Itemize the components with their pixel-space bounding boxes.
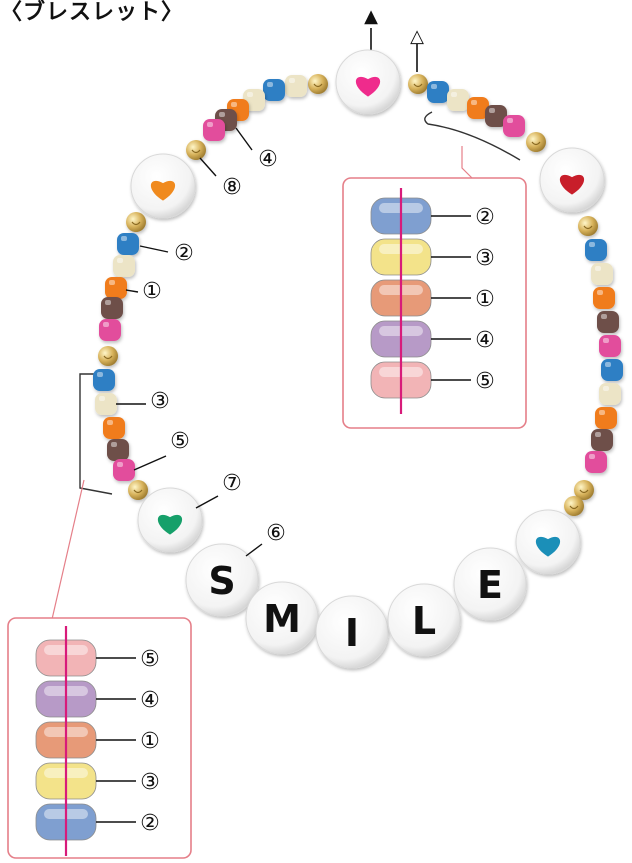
callout-number: ② — [174, 241, 194, 266]
seed-bead — [285, 75, 307, 97]
heart-bead-red — [540, 148, 604, 212]
seed-bead — [95, 393, 117, 415]
end-arrow-icon: △ — [410, 26, 424, 47]
seed-bead — [601, 359, 623, 381]
seed-bead — [427, 81, 449, 103]
callout-n8: ⑧ — [200, 158, 242, 200]
gold-bead — [526, 132, 546, 152]
gold-bead — [308, 74, 328, 94]
letter-bead: I — [316, 596, 388, 668]
seed-bead — [99, 319, 121, 341]
callout-number: ⑧ — [222, 175, 242, 200]
detail-bead-label: ① — [140, 729, 160, 754]
detail-bead-label: ④ — [475, 328, 495, 353]
seed-bead — [107, 439, 129, 461]
callout-n1: ① — [126, 279, 162, 304]
detail-bead-label: ④ — [140, 688, 160, 713]
gold-bead — [408, 74, 428, 94]
seed-bead — [591, 263, 613, 285]
detail-box-top: ② ③ ① ④ ⑤ — [343, 178, 526, 428]
letter-bead-label: M — [263, 597, 301, 641]
seed-bead — [105, 277, 127, 299]
letter-bead-label: I — [345, 611, 359, 655]
gold-bead — [98, 346, 118, 366]
callout-number: ⑤ — [170, 429, 190, 454]
callout-number: ① — [142, 279, 162, 304]
letter-bead: M — [246, 582, 318, 654]
detail-bead-label: ② — [475, 205, 495, 230]
seed-bead — [117, 233, 139, 255]
gold-bead — [578, 216, 598, 236]
callout-n5: ⑤ — [134, 429, 190, 470]
seed-bead — [585, 451, 607, 473]
callout-n7: ⑦ — [196, 471, 242, 508]
seed-bead — [263, 79, 285, 101]
seed-bead — [447, 89, 469, 111]
callout-n2: ② — [140, 241, 194, 266]
detail-bead-label: ⑤ — [140, 647, 160, 672]
heart-bead-pink — [336, 50, 400, 114]
detail-bead-label: ⑤ — [475, 369, 495, 394]
detail-bead-label: ③ — [140, 770, 160, 795]
start-arrow-icon: ▲ — [364, 6, 378, 27]
seed-bead — [103, 417, 125, 439]
letter-bead-label: L — [412, 599, 436, 643]
detail-box-bottom: ⑤ ④ ① ③ ② — [8, 618, 191, 858]
start-marker: ▲ — [364, 6, 378, 56]
seed-bead — [93, 369, 115, 391]
detail-bead-label: ① — [475, 287, 495, 312]
callout-n4: ④ — [236, 128, 278, 172]
detail-bead-label: ② — [140, 811, 160, 836]
letter-bead: L — [388, 584, 460, 656]
seed-bead — [113, 255, 135, 277]
gold-bead — [126, 212, 146, 232]
gold-bead — [186, 140, 206, 160]
seed-bead — [101, 297, 123, 319]
callout-number: ③ — [150, 389, 170, 414]
letter-bead: E — [454, 548, 526, 620]
seed-bead — [113, 459, 135, 481]
callout-number: ⑥ — [266, 521, 286, 546]
heart-bead-orange — [131, 154, 195, 218]
callout-number: ⑦ — [222, 471, 242, 496]
detail-bead-label: ③ — [475, 246, 495, 271]
seed-bead — [599, 335, 621, 357]
gold-bead — [564, 496, 584, 516]
letter-bead-label: S — [208, 559, 235, 603]
seed-bead — [593, 287, 615, 309]
callout-number: ④ — [258, 147, 278, 172]
seed-bead — [595, 407, 617, 429]
end-marker: △ — [410, 26, 424, 72]
seed-bead — [597, 311, 619, 333]
heart-bead-green — [138, 488, 202, 552]
seed-bead — [503, 115, 525, 137]
seed-bead — [599, 383, 621, 405]
heart-bead-blue — [516, 510, 580, 574]
seed-bead — [591, 429, 613, 451]
seed-bead — [203, 119, 225, 141]
callout-n3: ③ — [116, 389, 170, 414]
top-detail-connector — [462, 146, 472, 178]
seed-bead — [585, 239, 607, 261]
gold-bead — [128, 480, 148, 500]
letter-bead-label: E — [477, 563, 503, 607]
callout-n6: ⑥ — [246, 521, 286, 556]
bottom-detail-connector — [50, 480, 84, 628]
